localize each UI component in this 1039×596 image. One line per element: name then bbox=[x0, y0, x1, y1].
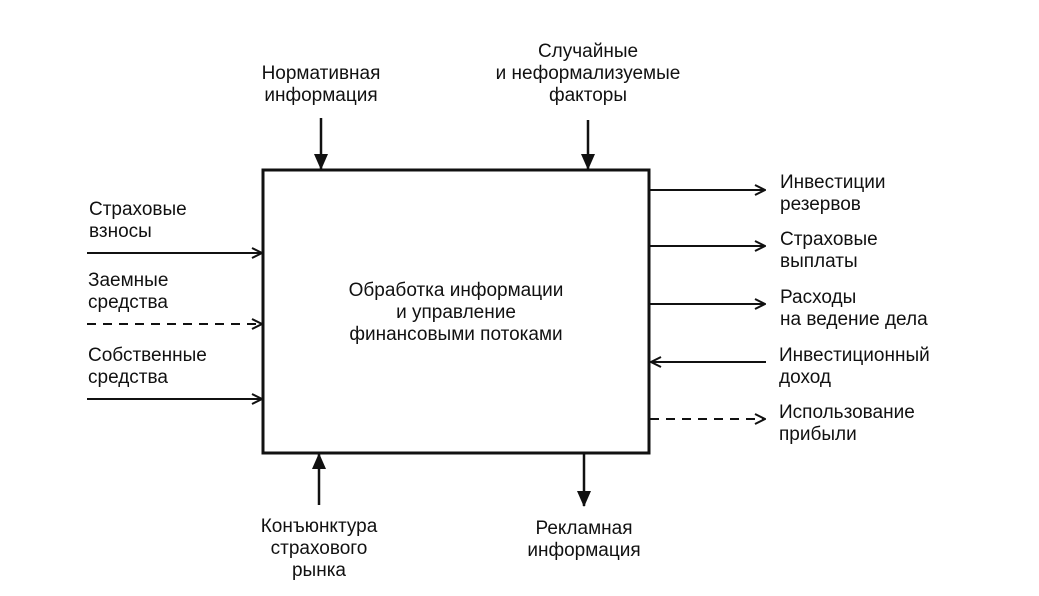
label-line: факторы bbox=[548, 85, 627, 106]
label-line: Инвестиции bbox=[780, 172, 886, 193]
label-line: Использование bbox=[779, 402, 915, 423]
label-line: средства bbox=[88, 292, 168, 313]
process-label-line: Обработка информации bbox=[348, 280, 564, 301]
output-label-insurance-payments: Страховые выплаты bbox=[780, 229, 878, 273]
mechanism-label-market: Конъюнктура страхового рынка bbox=[219, 516, 419, 582]
label-line: информация bbox=[264, 85, 378, 106]
input-label-own-funds: Собственные средства bbox=[88, 345, 207, 389]
label-line: взносы bbox=[89, 221, 152, 242]
output-label-profit-use: Использование прибыли bbox=[779, 402, 915, 446]
label-line: Нормативная bbox=[261, 63, 381, 84]
label-line: выплаты bbox=[780, 251, 858, 272]
output-label-reserve-investments: Инвестиции резервов bbox=[780, 172, 886, 216]
input-label-investment-income: Инвестиционный доход bbox=[779, 345, 930, 389]
label-line: Инвестиционный bbox=[779, 345, 930, 366]
label-line: страхового bbox=[270, 538, 368, 559]
input-label-borrowed: Заемные средства bbox=[88, 270, 168, 314]
label-line: рынка bbox=[291, 560, 346, 581]
label-line: прибыли bbox=[779, 424, 857, 445]
process-label: Обработка информации и управление финанс… bbox=[263, 280, 649, 346]
label-line: Конъюнктура bbox=[260, 516, 378, 537]
control-label-random-factors: Случайные и неформализуемые факторы bbox=[468, 41, 708, 107]
label-line: Рекламная bbox=[535, 518, 633, 539]
label-line: доход bbox=[779, 367, 831, 388]
input-label-premiums: Страховые взносы bbox=[89, 199, 187, 243]
output-label-business-expenses: Расходы на ведение дела bbox=[780, 287, 928, 331]
label-line: Заемные bbox=[88, 270, 169, 291]
label-line: резервов bbox=[780, 194, 861, 215]
process-box bbox=[261, 168, 651, 455]
label-line: информация bbox=[527, 540, 641, 561]
control-label-normative: Нормативная информация bbox=[221, 63, 421, 107]
label-line: Страховые bbox=[780, 229, 878, 250]
label-line: Расходы bbox=[780, 287, 857, 308]
mechanism-label-advertising: Рекламная информация bbox=[484, 518, 684, 562]
process-label-line: финансовыми потоками bbox=[349, 324, 563, 345]
process-label-line: и управление bbox=[396, 302, 516, 323]
label-line: средства bbox=[88, 367, 168, 388]
label-line: на ведение дела bbox=[780, 309, 928, 330]
label-line: Собственные bbox=[88, 345, 207, 366]
label-line: и неформализуемые bbox=[495, 63, 681, 84]
label-line: Страховые bbox=[89, 199, 187, 220]
label-line: Случайные bbox=[537, 41, 639, 62]
